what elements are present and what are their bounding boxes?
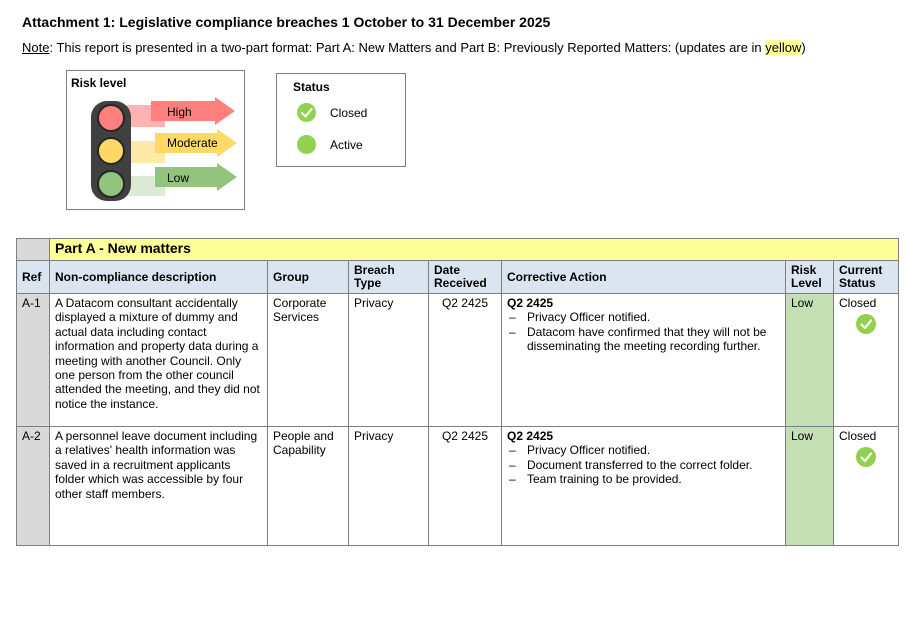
row-description: A personnel leave document including a r… [49, 426, 268, 546]
header-breach-type: Breach Type [348, 260, 429, 294]
risk-moderate-label: Moderate [167, 136, 218, 150]
row-ref: A-2 [16, 426, 50, 546]
row-group: Corporate Services [267, 293, 349, 427]
status-legend: Status Closed Active [276, 73, 406, 167]
action-item: Privacy Officer notified. [507, 310, 780, 325]
note-label: Note [22, 40, 50, 55]
header-date-received: Date Received [428, 260, 502, 294]
action-title: Q2 2425 [507, 429, 554, 443]
action-item: Datacom have confirmed that they will no… [507, 325, 780, 354]
report-note: Note: This report is presented in a two-… [22, 40, 806, 55]
breaches-table: Part A - New matters Ref Non-compliance … [16, 238, 900, 546]
page-title: Attachment 1: Legislative compliance bre… [22, 14, 551, 30]
header-group: Group [267, 260, 349, 294]
row-breach-type: Privacy [348, 293, 429, 427]
check-circle-icon [856, 447, 876, 468]
traffic-light-icon: High Moderate Low [91, 97, 237, 201]
check-circle-icon [856, 314, 876, 335]
row-date-received: Q2 2425 [428, 426, 502, 546]
status-text: Closed [839, 429, 877, 443]
action-title: Q2 2425 [507, 296, 554, 310]
column-header-row: Ref Non-compliance description Group Bre… [16, 260, 900, 294]
header-current-status: Current Status [832, 260, 900, 294]
low-arrow-icon [155, 163, 237, 191]
row-status: Closed [832, 426, 900, 546]
status-text: Closed [839, 296, 877, 310]
risk-high-label: High [167, 105, 192, 119]
action-item: Privacy Officer notified. [507, 443, 780, 458]
header-ref: Ref [16, 260, 50, 294]
check-circle-icon [297, 103, 316, 122]
part-title: Part A - New matters [48, 238, 900, 261]
note-text: : This report is presented in a two-part… [49, 40, 766, 55]
action-list: Privacy Officer notified. Document trans… [507, 443, 780, 487]
note-highlight: yellow [765, 40, 802, 55]
risk-level-legend: Risk level High Moderate Low [66, 70, 245, 210]
green-dot-icon [297, 135, 316, 154]
row-ref: A-1 [16, 293, 50, 427]
table-row: A-1 A Datacom consultant accidentally di… [16, 293, 900, 427]
header-corrective-action: Corrective Action [501, 260, 786, 294]
action-item: Document transferred to the correct fold… [507, 458, 780, 473]
row-risk-level: Low [785, 293, 834, 427]
risk-low-label: Low [167, 171, 189, 185]
status-active-label: Active [330, 137, 363, 152]
action-item: Team training to be provided. [507, 472, 780, 487]
status-legend-title: Status [293, 80, 330, 94]
status-closed-label: Closed [330, 105, 368, 120]
row-status: Closed [832, 293, 900, 427]
status-active-item: Active [297, 135, 363, 154]
row-corrective-action: Q2 2425 Privacy Officer notified. Docume… [501, 426, 786, 546]
row-date-received: Q2 2425 [428, 293, 502, 427]
row-corrective-action: Q2 2425 Privacy Officer notified. Dataco… [501, 293, 786, 427]
status-closed-item: Closed [297, 103, 367, 122]
row-group: People and Capability [267, 426, 349, 546]
row-breach-type: Privacy [348, 426, 429, 546]
header-risk-level: Risk Level [785, 260, 834, 294]
moderate-arrow-icon [155, 129, 237, 157]
risk-legend-title: Risk level [71, 76, 127, 90]
high-arrow-icon [151, 97, 235, 125]
row-description: A Datacom consultant accidentally displa… [49, 293, 268, 427]
table-row: A-2 A personnel leave document including… [16, 426, 900, 546]
header-description: Non-compliance description [49, 260, 268, 294]
row-risk-level: Low [785, 426, 834, 546]
part-ref-blank [16, 238, 50, 261]
note-end: ) [801, 40, 806, 55]
action-list: Privacy Officer notified. Datacom have c… [507, 310, 780, 353]
part-a-header-row: Part A - New matters [16, 238, 900, 261]
